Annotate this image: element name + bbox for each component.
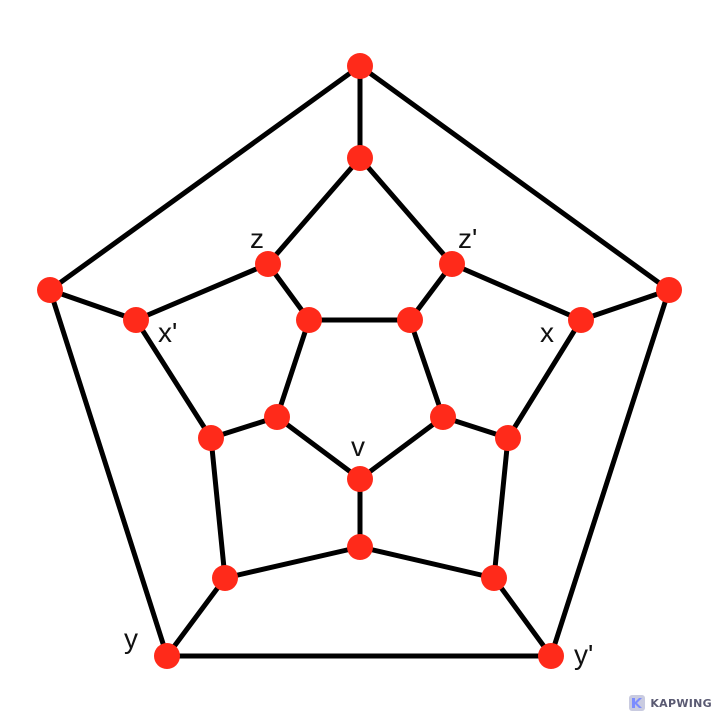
edge-i1-i2 <box>357 414 446 482</box>
edge-m3-m4 <box>491 435 511 581</box>
edge-m1-m2 <box>449 261 584 323</box>
vertex-label-v: v <box>351 431 365 462</box>
edge-m2-m3 <box>505 317 584 441</box>
vertex-i0 <box>397 307 423 333</box>
vertex-o3 <box>154 643 180 669</box>
vertex-label-y: y <box>124 623 138 654</box>
vertex-label-x: x <box>540 317 554 348</box>
vertex-label-z: z <box>250 223 264 254</box>
edge-m0-m1 <box>357 155 455 267</box>
edge-m6-m7 <box>208 435 228 581</box>
vertex-m1 <box>439 251 465 277</box>
vertex-o1 <box>656 277 682 303</box>
edge-m9-m0 <box>265 155 363 267</box>
graph-vertices <box>37 53 682 669</box>
vertex-i1 <box>430 404 456 430</box>
vertex-o0 <box>347 53 373 79</box>
vertex-label-z-prime: z' <box>458 223 477 254</box>
vertex-m4 <box>481 565 507 591</box>
vertex-m0 <box>347 145 373 171</box>
vertex-m3 <box>495 425 521 451</box>
vertex-m6 <box>212 565 238 591</box>
edge-o0-o1 <box>357 63 672 293</box>
vertex-m7 <box>198 425 224 451</box>
vertex-i3 <box>264 404 290 430</box>
edge-o1-o2 <box>548 287 672 659</box>
edge-i0-i1 <box>407 317 446 420</box>
edge-o4-m8 <box>47 287 139 323</box>
edge-o3-m6 <box>164 575 228 659</box>
edge-i3-i4 <box>274 317 312 420</box>
vertex-m5 <box>347 534 373 560</box>
vertex-i4 <box>296 307 322 333</box>
vertex-label-x-prime: x' <box>158 317 177 348</box>
kapwing-logo-icon <box>629 695 646 711</box>
kapwing-watermark: KAPWING <box>628 692 712 714</box>
edge-m4-m5 <box>357 544 497 581</box>
edge-m5-m6 <box>222 544 363 581</box>
edge-m7-m8 <box>133 317 214 441</box>
vertex-i2 <box>347 466 373 492</box>
kapwing-watermark-text: KAPWING <box>650 696 712 710</box>
vertex-m8 <box>123 307 149 333</box>
edge-o4-o0 <box>47 63 363 293</box>
edge-o3-o4 <box>47 287 170 659</box>
vertex-m9 <box>255 251 281 277</box>
vertex-o2 <box>538 643 564 669</box>
edge-o2-m4 <box>491 575 554 659</box>
vertex-o4 <box>37 277 63 303</box>
vertex-label-y-prime: y' <box>574 639 593 670</box>
edge-i2-i3 <box>274 414 363 482</box>
vertex-m2 <box>568 307 594 333</box>
edge-m8-m9 <box>133 261 271 323</box>
edge-o1-m2 <box>578 287 672 323</box>
